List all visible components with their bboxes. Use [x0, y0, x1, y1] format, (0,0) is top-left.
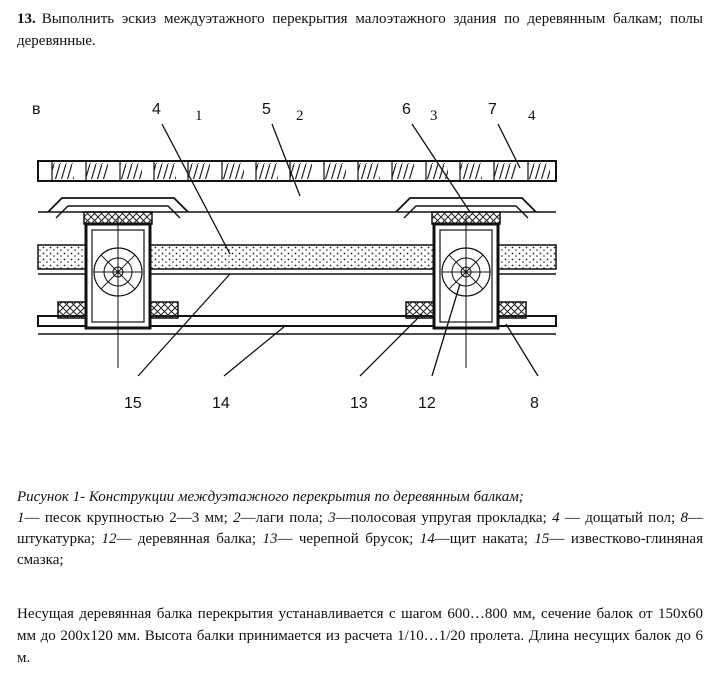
section-letter: в — [32, 101, 41, 118]
label-5: 5 — [262, 101, 271, 118]
beam-description: Несущая деревянная балка перекрытия уста… — [17, 606, 703, 666]
task-statement: 13.Выполнить эскиз междуэтажного перекры… — [17, 8, 703, 52]
label-6: 6 — [402, 101, 411, 118]
label-4-sub: 4 — [528, 108, 536, 124]
label-13: 13 — [350, 395, 368, 412]
caption-item: 2—лаги пола; — [233, 510, 328, 526]
figure-caption: Рисунок 1- Конструкции междуэтажного пер… — [17, 487, 703, 571]
task-text: Выполнить эскиз междуэтажного перекрытия… — [17, 11, 703, 49]
caption-item-key: 8 — [680, 510, 689, 526]
label-14: 14 — [212, 395, 230, 412]
caption-item-key: 3 — [328, 510, 336, 526]
caption-item-text: — дощатый пол; — [559, 510, 681, 526]
task-number: 13. — [17, 11, 36, 27]
label-15: 15 — [124, 395, 142, 412]
caption-item-text: —лаги пола; — [240, 510, 329, 526]
caption-item-key: 2 — [233, 510, 241, 526]
caption-item-key: 15 — [534, 531, 550, 547]
floor-section-drawing: в 4 1 5 2 6 3 7 4 15 14 13 12 8 — [0, 84, 718, 424]
label-8: 8 — [530, 395, 539, 412]
ceiling-board — [37, 315, 557, 327]
caption-item-key: 1 — [17, 510, 25, 526]
label-12: 12 — [418, 395, 436, 412]
caption-item-key: 12 — [101, 531, 117, 547]
caption-item-text: — штукатурка; — [17, 510, 703, 547]
caption-item: 3—полосовая упругая прокладка; — [328, 510, 552, 526]
caption-item-key: 14 — [419, 531, 435, 547]
beam-assembly-left — [47, 197, 189, 368]
caption-legend: 1— песок крупностью 2—3 мм; 2—лаги пола;… — [17, 510, 703, 568]
caption-item-text: — деревянная балка; — [116, 531, 263, 547]
label-1: 1 — [195, 108, 203, 124]
plank-floor — [37, 160, 557, 182]
caption-item: 8— штукатурка; — [17, 510, 703, 547]
caption-item-text: — черепной брусок; — [277, 531, 420, 547]
label-7: 7 — [488, 101, 497, 118]
caption-item-key: 4 — [552, 510, 560, 526]
caption-item: 4 — дощатый пол; — [552, 510, 680, 526]
caption-lead: Рисунок 1- Конструкции междуэтажного пер… — [17, 489, 524, 505]
caption-item-text: — песок крупностью 2—3 мм; — [24, 510, 234, 526]
caption-item: 12— деревянная балка; — [101, 531, 262, 547]
caption-item: 13— черепной брусок; — [262, 531, 419, 547]
caption-item: 1— песок крупностью 2—3 мм; — [17, 510, 233, 526]
caption-item-text: — известково-глиняная смазка; — [17, 531, 703, 568]
leader-lines — [137, 123, 539, 377]
caption-item-text: —щит наката; — [434, 531, 535, 547]
caption-item: 14—щит наката; — [420, 531, 535, 547]
caption-item: 15— известково-глиняная смазка; — [17, 531, 703, 568]
label-3: 3 — [430, 108, 438, 124]
caption-item-text: —полосовая упругая прокладка; — [335, 510, 553, 526]
beam-assembly-right — [395, 197, 537, 368]
caption-item-key: 13 — [262, 531, 278, 547]
label-2: 2 — [296, 108, 304, 124]
label-4: 4 — [152, 101, 161, 118]
